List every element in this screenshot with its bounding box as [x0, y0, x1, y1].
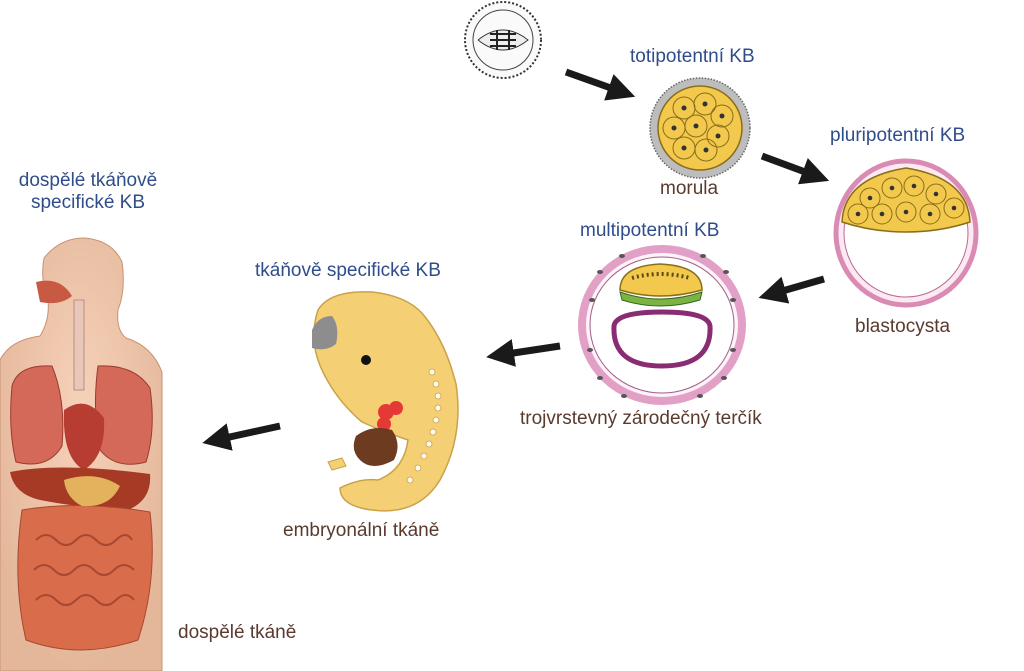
label-adult-specific: dospělé tkáňově specifické KB — [6, 170, 170, 214]
label-adult-tissues: dospělé tkáně — [178, 622, 297, 643]
label-morula: morula — [660, 178, 719, 199]
arrow-embryo-to-adult — [202, 422, 281, 451]
label-totipotent: totipotentní KB — [630, 46, 755, 67]
blastocyst-illustration — [833, 158, 979, 308]
arrow-morula-to-blastocyst — [760, 152, 830, 185]
arrow-zygote-to-morula — [564, 68, 636, 101]
label-tissue-specific: tkáňově specifické KB — [255, 260, 441, 281]
arrow-disc-to-embryo — [486, 339, 561, 367]
label-trilaminar-disc: trojvrstevný zárodečný terčík — [520, 408, 762, 429]
label-blastocyst: blastocysta — [855, 316, 951, 337]
arrow-blastocyst-to-disc — [758, 275, 825, 304]
adult-body-illustration — [0, 237, 163, 671]
zygote-illustration — [464, 1, 542, 79]
trilaminar-disc-illustration — [578, 245, 746, 405]
label-adult-specific-line1: dospělé tkáňově — [18, 170, 158, 191]
label-adult-specific-line2: specifické KB — [30, 192, 146, 213]
morula-illustration — [649, 77, 751, 179]
label-multipotent: multipotentní KB — [580, 220, 720, 241]
label-pluripotent: pluripotentní KB — [830, 125, 966, 146]
label-embryonic-tissues: embryonální tkáně — [283, 520, 440, 541]
embryo-illustration — [312, 291, 459, 512]
